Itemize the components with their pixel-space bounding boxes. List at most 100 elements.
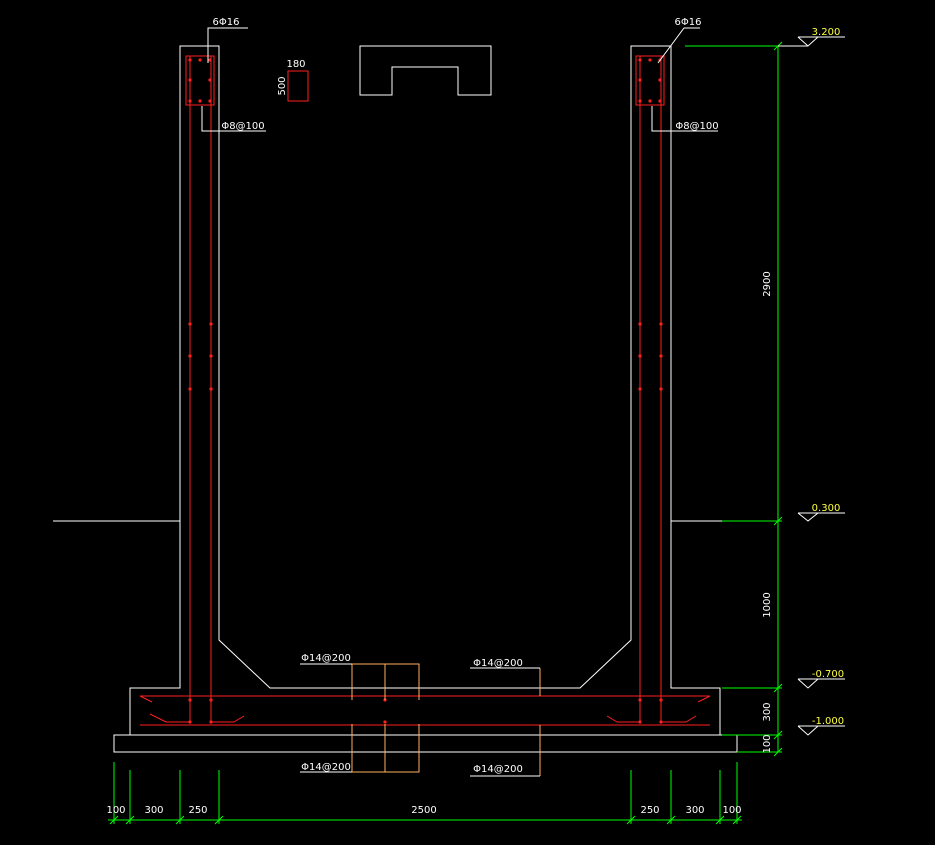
slab-top-hook-right bbox=[697, 695, 711, 703]
rebar-dot bbox=[648, 58, 652, 62]
hdim-label-1: 100 bbox=[106, 805, 125, 816]
leaders bbox=[201, 27, 718, 777]
rebar-dot bbox=[188, 698, 192, 702]
elev-label-top: 3.200 bbox=[812, 27, 841, 38]
slab-detail-bottom-box bbox=[351, 724, 420, 773]
rebar-dot bbox=[188, 354, 192, 358]
vdim-tick-3 bbox=[773, 683, 783, 693]
elev-label-slab-bot: -1.000 bbox=[812, 716, 844, 727]
rebar-dot bbox=[198, 58, 202, 62]
labels: 6Φ16 6Φ16 Φ8@100 Φ8@100 180 500 Φ14@200 … bbox=[106, 17, 844, 816]
rebar-dot bbox=[658, 99, 662, 103]
cover-plate-outline bbox=[359, 45, 492, 96]
leader-stirrup-left bbox=[201, 106, 266, 132]
rebar-dot bbox=[638, 354, 642, 358]
rebar-dot bbox=[659, 322, 663, 326]
channel-section-outline bbox=[129, 45, 721, 736]
left-wall-inner-bar bbox=[210, 56, 234, 723]
rebar-dot bbox=[638, 58, 642, 62]
section-detail-box bbox=[287, 70, 309, 102]
rebar-dot bbox=[209, 322, 213, 326]
vdim-label-wall-upper: 2900 bbox=[762, 271, 773, 296]
rebar-dot bbox=[638, 78, 642, 82]
rebar-dot bbox=[658, 78, 662, 82]
vdim-tick-5 bbox=[773, 747, 783, 757]
rebar-dot bbox=[188, 58, 192, 62]
elev-marker-slab-top bbox=[797, 678, 845, 689]
hdim-label-3: 250 bbox=[188, 805, 207, 816]
rebar-dot bbox=[638, 99, 642, 103]
leader-top-right bbox=[657, 27, 700, 64]
slab-detail-top-box bbox=[351, 663, 420, 700]
label-section-height: 500 bbox=[277, 76, 288, 95]
label-slab-bot-right: Φ14@200 bbox=[473, 764, 523, 775]
hdim-label-2: 300 bbox=[144, 805, 163, 816]
vdim-tick-2 bbox=[773, 516, 783, 526]
rebar-dot bbox=[659, 354, 663, 358]
vdim-tick-4 bbox=[773, 730, 783, 740]
rebar-dot bbox=[188, 322, 192, 326]
left-wall-hook-inner bbox=[233, 715, 245, 723]
elev-label-slab-top: -0.700 bbox=[812, 669, 844, 680]
label-slab-top-right: Φ14@200 bbox=[473, 658, 523, 669]
elevation-markers bbox=[778, 36, 845, 736]
slab-detail-lines bbox=[351, 663, 541, 776]
rebar-dot bbox=[208, 99, 212, 103]
hdim-label-7: 100 bbox=[722, 805, 741, 816]
vdim-label-wall-lower: 1000 bbox=[762, 592, 773, 617]
label-top-bar-right: 6Φ16 bbox=[675, 17, 702, 28]
rebar-dot bbox=[188, 720, 192, 724]
rebar-dot bbox=[188, 387, 192, 391]
rebar-dot bbox=[638, 698, 642, 702]
elev-marker-slab-bot bbox=[797, 725, 845, 736]
hdim-label-4: 2500 bbox=[411, 805, 436, 816]
left-wall-hook-outer bbox=[149, 713, 167, 723]
rebar-dots bbox=[188, 58, 663, 724]
right-wall-inner-bar bbox=[617, 56, 641, 723]
label-slab-bot-left: Φ14@200 bbox=[301, 762, 351, 773]
reinforcement bbox=[139, 55, 711, 726]
label-stirrup-right: Φ8@100 bbox=[675, 121, 718, 132]
rebar-dot bbox=[209, 698, 213, 702]
leader-stirrup-right bbox=[651, 106, 718, 132]
right-wall-outer-bar bbox=[660, 56, 686, 723]
leader-top-left bbox=[207, 27, 248, 63]
left-wall-outer-bar bbox=[166, 56, 191, 723]
right-beam-stirrup bbox=[635, 55, 665, 106]
hdim-label-6: 300 bbox=[685, 805, 704, 816]
hdim-ext-lines bbox=[113, 762, 738, 824]
rebar-dot bbox=[188, 99, 192, 103]
slab-top-hook-left bbox=[139, 695, 153, 703]
hdim-ticks bbox=[109, 815, 742, 825]
rebar-dot bbox=[208, 78, 212, 82]
rebar-dot bbox=[638, 720, 642, 724]
horizontal-dimension bbox=[108, 762, 742, 825]
rebar-dot bbox=[209, 720, 213, 724]
rebar-dot bbox=[209, 354, 213, 358]
label-slab-top-left: Φ14@200 bbox=[301, 653, 351, 664]
label-section-width: 180 bbox=[286, 59, 305, 70]
rebar-dot bbox=[188, 78, 192, 82]
rebar-dot bbox=[638, 387, 642, 391]
right-wall-hook-outer bbox=[685, 715, 697, 723]
rebar-dot bbox=[208, 58, 212, 62]
cushion-layer bbox=[113, 734, 738, 753]
rebar-dot bbox=[638, 322, 642, 326]
rebar-dot bbox=[659, 387, 663, 391]
vertical-dimension bbox=[685, 41, 783, 757]
rebar-dot bbox=[198, 99, 202, 103]
right-wall-hook-inner bbox=[606, 715, 618, 723]
elev-marker-ground bbox=[797, 512, 845, 522]
label-top-bar-left: 6Φ16 bbox=[213, 17, 240, 28]
vdim-label-slab: 300 bbox=[762, 702, 773, 721]
rebar-dot bbox=[209, 387, 213, 391]
rebar-dot bbox=[648, 99, 652, 103]
concrete-outline bbox=[53, 45, 738, 753]
rebar-dot bbox=[659, 720, 663, 724]
rebar-dot bbox=[659, 698, 663, 702]
hdim-label-5: 250 bbox=[640, 805, 659, 816]
left-beam-stirrup bbox=[185, 55, 215, 106]
elev-marker-top bbox=[797, 36, 845, 47]
vdim-label-cushion: 100 bbox=[762, 734, 773, 753]
